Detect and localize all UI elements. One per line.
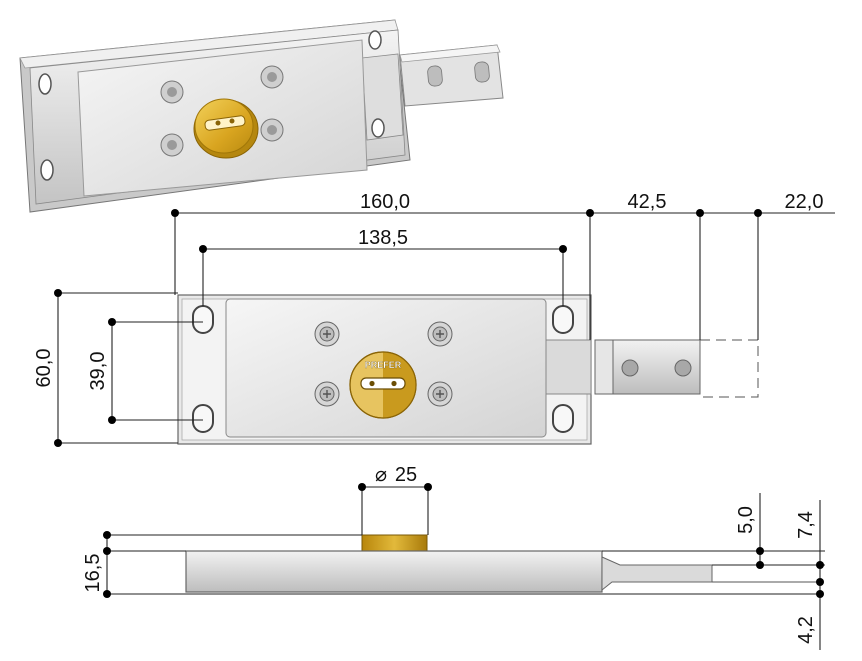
dimension-dots: [54, 209, 824, 598]
dim-bolt-height: 7,4: [795, 511, 817, 539]
dim-hole-spacing: 138,5: [358, 227, 408, 249]
dim-cylinder-diameter: ⌀ 25: [375, 464, 417, 486]
lock-side-view: [185, 534, 820, 593]
cylinder-3d: [193, 98, 259, 159]
dim-hole-vertical: 39,0: [87, 352, 109, 391]
diameter-symbol: ⌀: [375, 464, 387, 486]
dim-bolt-offset: 4,2: [795, 616, 817, 644]
dim-bolt-extension: 22,0: [785, 191, 824, 213]
screw-icon: [314, 321, 453, 407]
dimension-lines: [57, 212, 835, 650]
lock-3d-view: [19, 19, 504, 213]
dim-body-thickness: 16,5: [82, 554, 104, 593]
dim-cylinder-projection: 5,0: [735, 506, 757, 534]
dim-body-height: 60,0: [33, 349, 55, 388]
dim-bolt-throw: 42,5: [628, 191, 667, 213]
screw-icon: [160, 65, 284, 157]
lock-front-view: PREFER: [177, 294, 759, 445]
fixing-slot-icon: [192, 305, 574, 433]
cylinder-front: PREFER: [349, 351, 417, 419]
brand-text: PREFER: [365, 360, 402, 370]
cylinder-diameter-value: 25: [395, 464, 417, 486]
dim-total-length: 160,0: [360, 191, 410, 213]
